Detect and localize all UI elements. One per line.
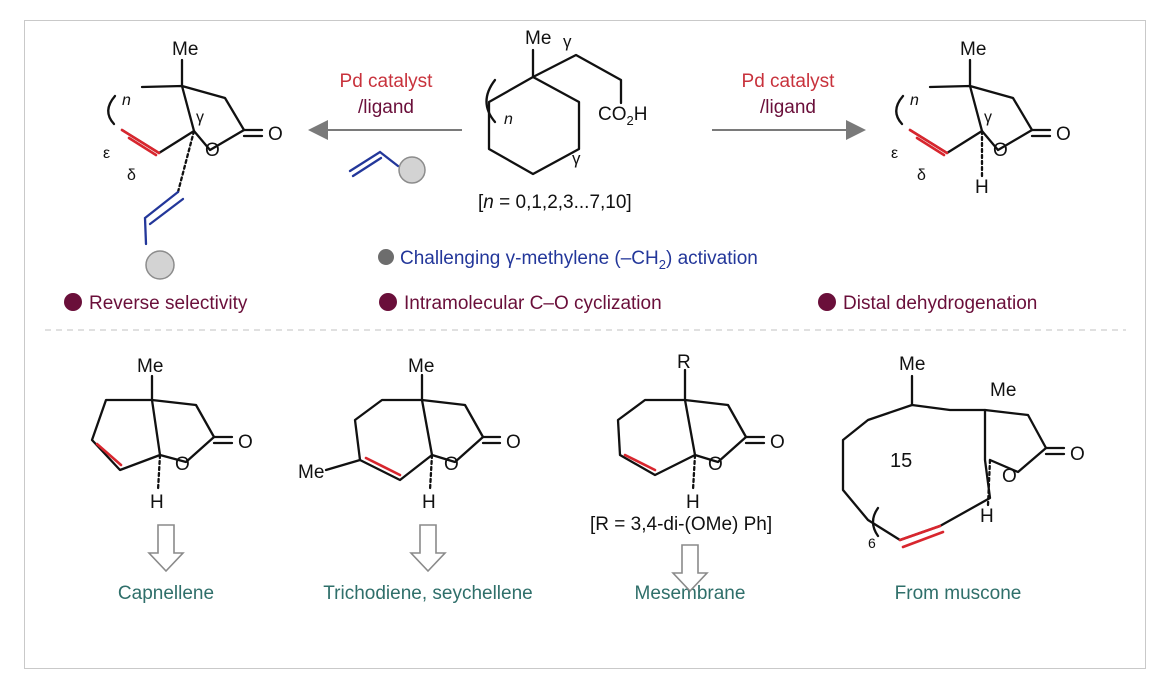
generic-group-circle [398, 156, 426, 184]
right-product-structure: Me O O H γ δ ε n [891, 39, 1071, 198]
svg-text:δ: δ [917, 167, 926, 184]
substrate-gamma-ring: γ [572, 149, 581, 168]
svg-text:Me: Me [408, 356, 434, 377]
svg-text:H: H [975, 177, 989, 198]
svg-text:Me: Me [960, 39, 986, 60]
product-capnellene: Me O O H [90, 356, 253, 513]
down-arrows [147, 524, 709, 593]
svg-text:Me: Me [899, 354, 925, 375]
down-arrow-icon-3 [671, 544, 709, 593]
product-trichodiene: Me Me O O H [298, 356, 521, 513]
mesembrane-r-note: [R = 3,4-di-(OMe) Ph] [590, 514, 772, 535]
svg-text:O: O [1070, 444, 1085, 465]
ring-size-label: 15 [890, 450, 912, 472]
svg-text:Me: Me [990, 380, 1016, 401]
svg-text:Me: Me [172, 39, 198, 60]
svg-text:H: H [150, 492, 164, 513]
svg-text:n: n [910, 92, 919, 109]
svg-text:O: O [770, 432, 785, 453]
svg-text:O: O [268, 124, 283, 145]
down-arrow-icon-1 [147, 524, 185, 573]
svg-text:O: O [444, 454, 459, 475]
product-muscone-derived: Me Me O O H 15 6 [841, 354, 1085, 551]
substrate-n: n [504, 111, 513, 128]
chain-subscript: 6 [868, 535, 876, 551]
feature-reverse: Reverse selectivity [89, 293, 248, 314]
left-product-structure: Me O O γ δ ε n [103, 39, 283, 280]
name-mesembrane: Mesembrane [635, 583, 746, 604]
svg-text:ε: ε [103, 145, 110, 162]
feature-cyclization: Intramolecular C–O cyclization [404, 293, 662, 314]
svg-text:O: O [993, 140, 1008, 161]
name-trichodiene: Trichodiene, seychellene [323, 583, 532, 604]
left-reagent-line2: /ligand [358, 97, 414, 118]
challenge-text: Challenging γ-methylene (–CH2) activatio… [400, 248, 758, 272]
svg-text:O: O [205, 140, 220, 161]
left-reagent-line1: Pd catalyst [340, 71, 434, 92]
bullet-icon-2 [379, 293, 397, 311]
svg-text:O: O [708, 454, 723, 475]
svg-text:Me: Me [137, 356, 163, 377]
svg-text:H: H [422, 492, 436, 513]
substrate-co2h: CO2H [598, 104, 647, 128]
name-muscone: From muscone [895, 583, 1022, 604]
svg-text:Me: Me [298, 462, 324, 483]
product-mesembrane: R O O H [R = 3,4-di-(OMe) Ph] [590, 352, 785, 535]
svg-text:O: O [1056, 124, 1071, 145]
svg-text:γ: γ [984, 109, 992, 126]
right-reagent-line2: /ligand [760, 97, 816, 118]
bullet-icon-1 [64, 293, 82, 311]
svg-text:ε: ε [891, 145, 898, 162]
svg-text:R: R [677, 352, 691, 373]
svg-text:n: n [122, 92, 131, 109]
name-capnellene: Capnellene [118, 583, 214, 604]
right-reagent-line1: Pd catalyst [742, 71, 836, 92]
svg-text:O: O [238, 432, 253, 453]
svg-text:O: O [175, 454, 190, 475]
svg-text:O: O [506, 432, 521, 453]
olefin-reagent [348, 150, 426, 184]
substrate-range: [n = 0,1,2,3...7,10] [478, 192, 632, 213]
substrate-gamma-top: γ [563, 32, 572, 51]
feature-dehydrogenation: Distal dehydrogenation [843, 293, 1037, 314]
svg-text:H: H [980, 506, 994, 527]
substrate-me: Me [525, 28, 551, 49]
challenge-bullet [378, 249, 394, 265]
svg-text:O: O [1002, 466, 1017, 487]
down-arrow-icon-2 [409, 524, 447, 573]
figure-frame [24, 20, 1146, 669]
svg-text:γ: γ [196, 109, 204, 126]
svg-text:δ: δ [127, 167, 136, 184]
substrate-structure: Me γ γ n CO2H [n = 0,1,2,3...7,10] [478, 28, 647, 213]
bullet-icon-3 [818, 293, 836, 311]
svg-text:H: H [686, 492, 700, 513]
